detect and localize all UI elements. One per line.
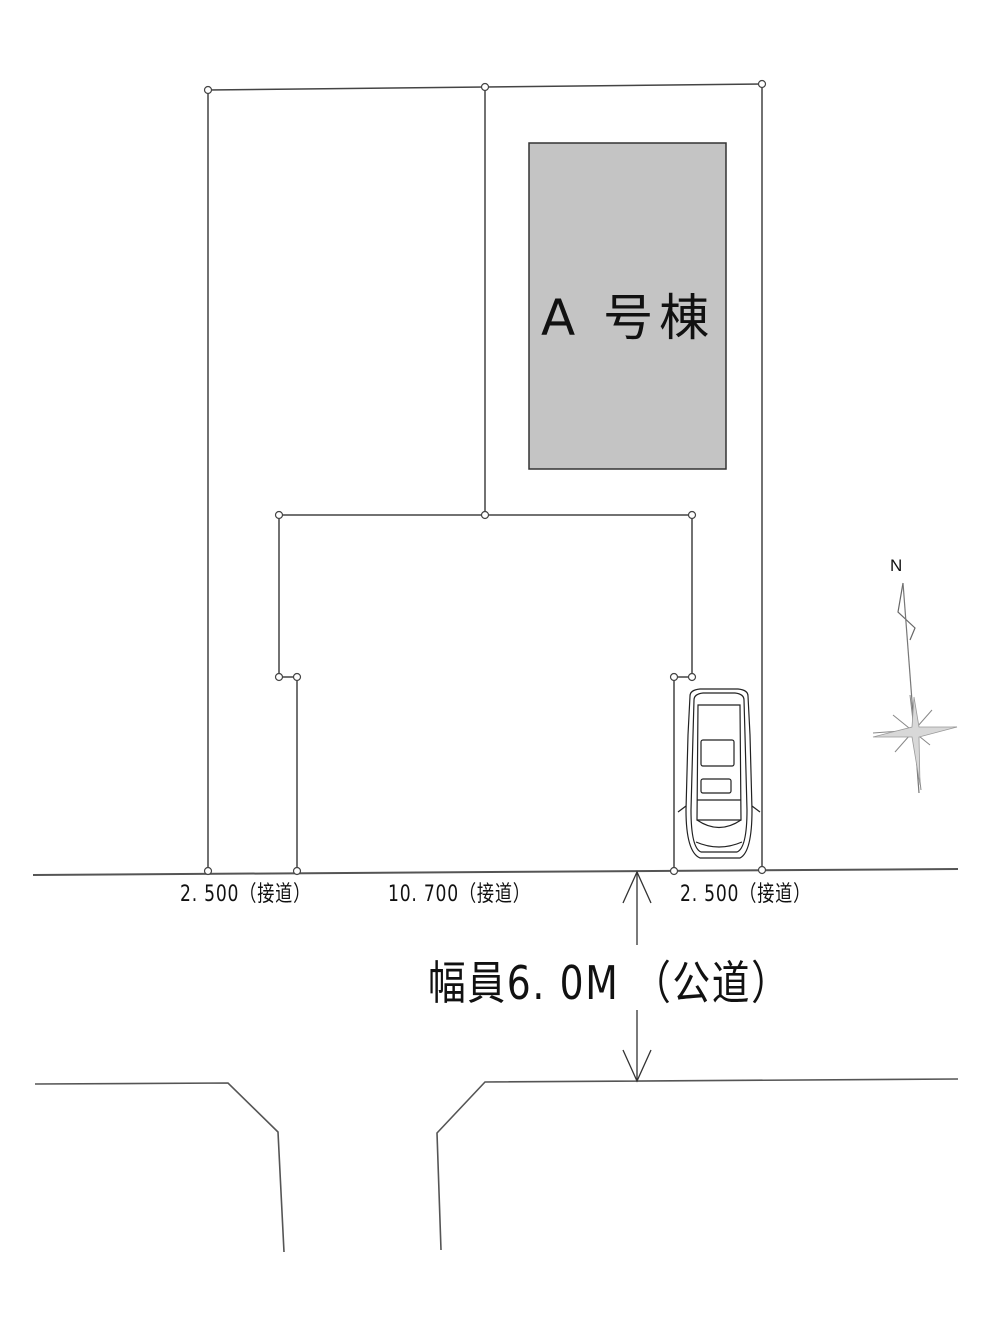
road-edge-top — [32, 868, 959, 876]
frontage-left-label: 2. 500（接道） — [180, 882, 312, 907]
car-top-view-icon — [677, 688, 761, 859]
building-a-label: A 号棟 — [541, 289, 716, 347]
frontage-right-label: 2. 500（接道） — [680, 882, 812, 907]
road-width-dimension-arrow — [622, 870, 652, 1083]
road-edge-bottom-right — [436, 1078, 959, 1251]
frontage-center-label: 10. 700（接道） — [388, 882, 531, 907]
north-arrow-icon — [872, 582, 958, 794]
road-width-label: 幅員6. 0M （公道） — [428, 956, 791, 1010]
lot-boundary-top-right — [484, 83, 763, 88]
road-edge-bottom-left — [34, 1082, 285, 1253]
building-a-footprint — [528, 142, 727, 470]
boundary-markers — [203, 79, 767, 876]
north-label: N — [890, 556, 903, 575]
lot-boundary-top-left — [207, 86, 486, 91]
